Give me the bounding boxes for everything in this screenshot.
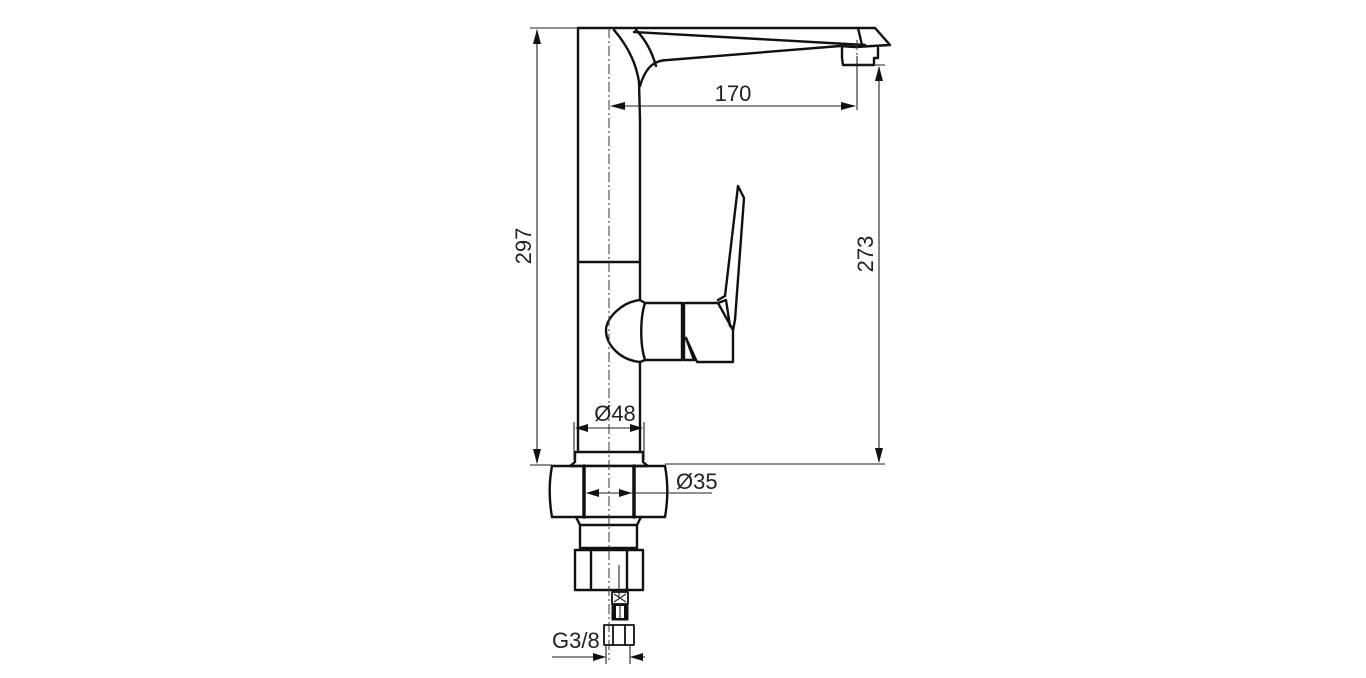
faucet-handle [604, 184, 746, 364]
dimension-label-170: 170 [715, 81, 752, 106]
dimension-connection-thread: G3/8 [552, 628, 645, 664]
dimension-spout-height: 273 [665, 64, 885, 465]
dimension-label-d48: Ø48 [594, 401, 636, 426]
dimension-body-diameter: Ø48 [573, 401, 645, 460]
dimension-label-d35: Ø35 [676, 469, 718, 494]
dimension-total-height: 297 [511, 27, 578, 466]
dimension-label-g38: G3/8 [552, 628, 600, 653]
dimension-label-273: 273 [853, 236, 878, 273]
dimension-hole-diameter: Ø35 [586, 469, 718, 497]
dimension-label-297: 297 [511, 228, 536, 265]
dimension-spout-reach: 170 [610, 56, 858, 110]
faucet-body [576, 26, 892, 454]
